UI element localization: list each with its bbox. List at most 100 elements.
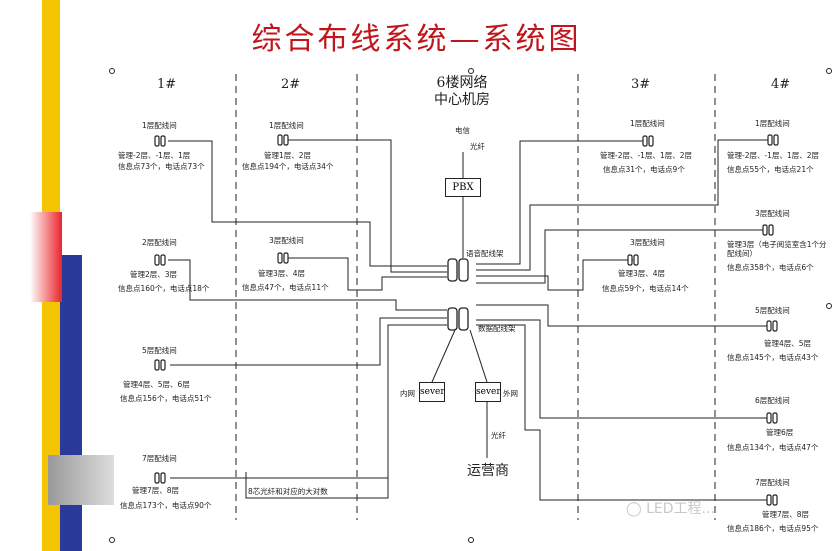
connector-symbol	[160, 359, 166, 371]
col4-room-info: 信息点145个，电话点43个	[727, 353, 819, 362]
col1-room-mgmt: 管理2层、3层	[130, 270, 178, 279]
wechat-icon: ◯	[626, 501, 642, 517]
col2-room-info: 信息点194个，电话点34个	[242, 162, 334, 171]
col3-room-mgmt: 管理3层、4层	[618, 269, 666, 278]
link-col3-3	[476, 259, 633, 291]
voice-frame-rect	[447, 258, 458, 282]
connector-symbol	[642, 135, 648, 147]
connector-symbol	[160, 135, 166, 147]
connector-symbol	[762, 224, 768, 236]
voice-frame-rect	[458, 258, 469, 282]
extranet-label: 外网	[503, 389, 518, 398]
col1-room-name: 5层配线间	[142, 346, 177, 355]
col4-room-mgmt: 管理4层、5层	[764, 339, 812, 348]
server-link-left	[431, 329, 456, 383]
fiber-note: 8芯光纤和对应的大对数	[248, 487, 328, 496]
col1-room-mgmt: 管理7层、8层	[132, 486, 180, 495]
connector-symbol	[277, 134, 283, 146]
corner-dot	[468, 68, 474, 74]
connector-symbol	[772, 320, 778, 332]
col2-room-info: 信息点47个，电话点11个	[242, 283, 329, 292]
col3-room-mgmt: 管理-2层、-1层、1层、2层	[600, 151, 692, 160]
connector-symbol	[154, 135, 160, 147]
col4-room-mgmt: 管理6层	[766, 428, 794, 437]
watermark-text: LED工程...	[646, 501, 715, 517]
corner-dot	[826, 68, 832, 74]
col3-room-info: 信息点31个，电话点9个	[603, 165, 685, 174]
pbx-box: PBX	[445, 178, 481, 197]
column-header-3: 3#	[631, 77, 651, 92]
col4-room-mgmt: 管理3层（电子阅览室含1个分配线间）	[727, 240, 827, 258]
col4-room-info: 信息点186个，电话点95个	[727, 524, 819, 533]
pbx-dianxin: 电信	[455, 126, 470, 135]
connector-symbol	[633, 254, 639, 266]
col1-room-name: 1层配线间	[142, 121, 177, 130]
connector-symbol	[283, 134, 289, 146]
corner-dot	[468, 537, 474, 543]
col1-room-name: 7层配线间	[142, 454, 177, 463]
col1-room-name: 2层配线间	[142, 238, 177, 247]
center-line1: 6楼网络	[436, 75, 488, 91]
carrier-label: 运营商	[467, 463, 509, 479]
connector-symbol	[283, 252, 289, 264]
col2-room-mgmt: 管理1层、2层	[264, 151, 312, 160]
data-frame-rect	[447, 307, 458, 331]
connector-symbol	[160, 472, 166, 484]
col4-room-info: 信息点358个，电话点6个	[727, 263, 814, 272]
link-col3-1	[476, 140, 644, 265]
connector-symbol	[773, 134, 779, 146]
voice-frame-label: 语音配线架	[466, 249, 504, 258]
col2-room-name: 1层配线间	[269, 121, 304, 130]
corner-dot	[109, 537, 115, 543]
gray-gradient-block	[48, 455, 114, 505]
corner-dot	[826, 303, 832, 309]
col2-room-name: 3层配线间	[269, 236, 304, 245]
connector-symbol	[767, 134, 773, 146]
connector-symbol	[768, 224, 774, 236]
watermark: ◯ LED工程...	[626, 498, 715, 518]
pbx-guangxian: 光纤	[470, 142, 485, 151]
link-col4-7	[476, 324, 768, 501]
col1-room-info: 信息点160个，电话点18个	[118, 284, 210, 293]
link-col1-1	[168, 140, 447, 267]
col1-room-mgmt: 管理-2层、-1层、1层	[118, 151, 191, 160]
corner-dot	[109, 68, 115, 74]
col4-room-name: 3层配线间	[755, 209, 790, 218]
link-col4-3	[476, 229, 765, 284]
col1-room-info: 信息点156个，电话点51个	[120, 394, 212, 403]
fiber-bracket	[245, 472, 389, 499]
red-gradient-block	[30, 212, 62, 302]
link-col1-2	[168, 259, 447, 311]
column-header-1: 1#	[157, 77, 177, 92]
col3-room-name: 1层配线间	[630, 119, 665, 128]
connector-symbol	[772, 412, 778, 424]
column-header-2: 2#	[281, 77, 301, 92]
server-right-box: sever	[475, 382, 501, 402]
link-col1-5	[170, 317, 447, 366]
link-col4-5	[476, 304, 768, 327]
intranet-label: 内网	[400, 389, 415, 398]
connector-symbol	[766, 412, 772, 424]
server-link-right	[469, 329, 488, 383]
data-frame-rect	[458, 307, 469, 331]
connector-symbol	[160, 254, 166, 266]
connector-symbol	[154, 472, 160, 484]
link-col2-3	[288, 257, 447, 291]
col4-room-name: 1层配线间	[755, 119, 790, 128]
col1-room-info: 信息点73个，电话点73个	[118, 162, 205, 171]
connector-symbol	[154, 359, 160, 371]
col4-room-mgmt: 管理7层、8层	[762, 510, 810, 519]
connector-symbol	[277, 252, 283, 264]
col2-room-mgmt: 管理3层、4层	[258, 269, 306, 278]
carrier-fiber-label: 光纤	[491, 431, 506, 440]
col3-room-name: 3层配线间	[630, 238, 665, 247]
connector-symbol	[154, 254, 160, 266]
data-frame-label: 数据配线架	[478, 324, 516, 333]
connector-symbol	[627, 254, 633, 266]
connector-symbol	[766, 494, 772, 506]
link-col4-1	[476, 139, 770, 271]
server-left-box: sever	[419, 382, 445, 402]
col4-room-info: 信息点134个，电话点47个	[727, 443, 819, 452]
col4-room-mgmt: 管理-2层、-1层、1层、2层	[727, 151, 819, 160]
col1-room-info: 信息点173个，电话点90个	[120, 501, 212, 510]
